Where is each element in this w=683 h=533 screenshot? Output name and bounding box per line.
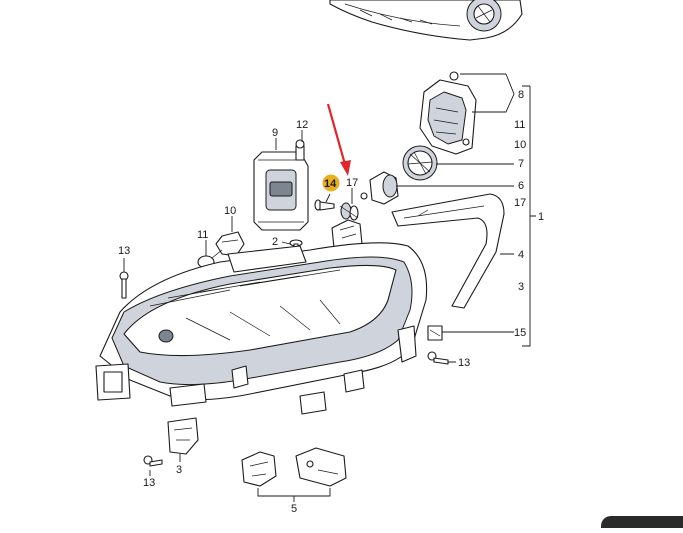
callout-4: 4 xyxy=(518,249,524,261)
callout-11: 11 xyxy=(197,229,208,241)
bracket-3 xyxy=(167,417,199,455)
headlight-module xyxy=(419,71,477,155)
callout-11: 11 xyxy=(514,119,525,131)
callout-9: 9 xyxy=(272,127,278,139)
bulb-17 xyxy=(339,202,359,221)
pointer-arrow xyxy=(326,103,351,176)
callout-8: 8 xyxy=(518,89,524,101)
highlight-badge xyxy=(322,174,340,192)
callout-10: 10 xyxy=(514,139,526,151)
callout-13: 13 xyxy=(118,245,130,257)
callout-14: 14 xyxy=(324,178,337,190)
screw-13-bottom xyxy=(143,455,163,467)
callout-7: 7 xyxy=(518,158,524,170)
callout-5: 5 xyxy=(291,503,297,515)
callout-13: 13 xyxy=(143,477,155,489)
callout-2: 2 xyxy=(272,236,278,248)
callout-15: 15 xyxy=(514,327,526,339)
callout-12: 12 xyxy=(296,119,308,131)
screw-14-highlighted xyxy=(314,199,335,211)
bulb-socket xyxy=(360,171,399,205)
callout-17: 17 xyxy=(514,197,526,209)
corner-tab xyxy=(601,516,683,528)
callout-3: 3 xyxy=(176,464,182,476)
callout-17: 17 xyxy=(346,177,358,189)
control-module xyxy=(253,144,309,231)
vehicle-thumbnail xyxy=(329,0,523,41)
callout-13: 13 xyxy=(458,357,470,369)
callout-6: 6 xyxy=(518,180,524,192)
leader-lines xyxy=(123,73,536,502)
repair-bracket-right xyxy=(295,447,347,487)
repair-bracket-left xyxy=(241,451,277,487)
screw-12 xyxy=(295,139,305,161)
trim-strip xyxy=(391,193,505,309)
cover-cap xyxy=(402,145,438,181)
screw-13-right xyxy=(427,351,449,365)
clip-15 xyxy=(427,325,443,341)
callout-1: 1 xyxy=(538,211,544,223)
headlight-housing xyxy=(95,242,428,415)
callout-3: 3 xyxy=(518,281,524,293)
screw-13-left xyxy=(119,271,129,299)
callout-10: 10 xyxy=(224,205,236,217)
